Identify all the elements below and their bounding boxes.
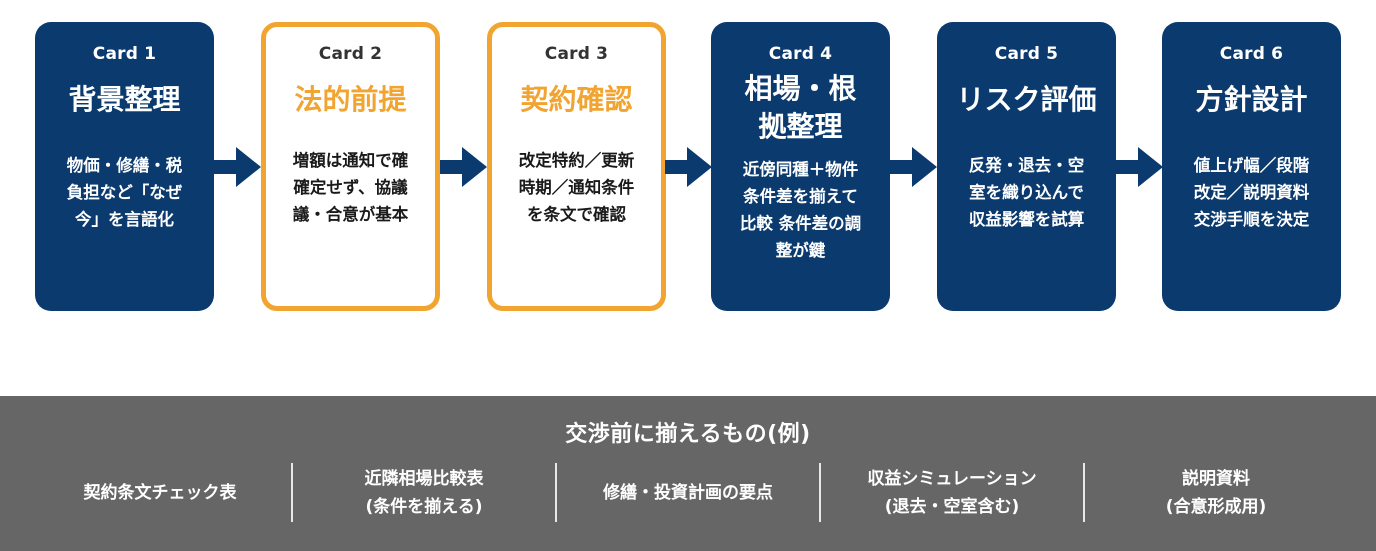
card-description: 近傍同種＋物件 条件差を揃えて 比較 条件差の調 整が鍵 (739, 160, 862, 260)
divider (291, 463, 293, 522)
card-5: Card 5 リスク評価 反発・退去・空 室を織り込んで 収益影響を試算 (937, 22, 1116, 311)
card-title: 契約確認 (520, 83, 633, 116)
card-label: Card 4 (768, 44, 833, 64)
checklist-items: 契約条文チェック表 近隣相場比較表 (条件を揃える) 修繕・投資計画の要点 収益… (28, 463, 1348, 523)
divider (1083, 463, 1085, 522)
card-label: Card 5 (994, 44, 1059, 64)
checklist-item: 修繕・投資計画の要点 (603, 483, 773, 503)
card-description: 値上げ幅／段階 改定／説明資料 交渉手順を決定 (1193, 156, 1310, 229)
divider (555, 463, 557, 522)
card-title: 方針設計 (1195, 83, 1308, 116)
card-description: 物価・修繕・税 負担など「なぜ 今」を言語化 (66, 156, 183, 229)
card-label: Card 3 (544, 44, 609, 64)
card-2: Card 2 法的前提 増額は通知で確 確定せず、協議 議・合意が基本 (261, 22, 440, 311)
checklist-item: 近隣相場比較表 (条件を揃える) (364, 469, 484, 517)
card-title: 背景整理 (68, 83, 181, 116)
arrow-right-icon (665, 147, 712, 187)
card-description: 反発・退去・空 室を織り込んで 収益影響を試算 (968, 156, 1085, 229)
checklist-band: 交渉前に揃えるもの(例) 契約条文チェック表 近隣相場比較表 (条件を揃える) … (0, 396, 1376, 551)
process-flow: Card 1 背景整理 物価・修繕・税 負担など「なぜ 今」を言語化 Card … (35, 22, 1341, 311)
arrow-right-icon (214, 147, 261, 187)
card-description: 改定特約／更新 時期／通知条件 を条文で確認 (518, 151, 635, 224)
card-3: Card 3 契約確認 改定特約／更新 時期／通知条件 を条文で確認 (487, 22, 666, 311)
divider (819, 463, 821, 522)
card-label: Card 2 (318, 44, 383, 64)
card-label: Card 1 (92, 44, 157, 64)
card-title: 法的前提 (294, 83, 407, 116)
checklist-item: 収益シミュレーション (退去・空室含む) (867, 469, 1037, 517)
arrow-right-icon (890, 147, 937, 187)
checklist-item: 契約条文チェック表 (83, 483, 237, 503)
checklist-title: 交渉前に揃えるもの(例) (565, 422, 811, 447)
card-label: Card 6 (1219, 44, 1284, 64)
card-1: Card 1 背景整理 物価・修繕・税 負担など「なぜ 今」を言語化 (35, 22, 214, 311)
arrow-right-icon (440, 147, 487, 187)
card-6: Card 6 方針設計 値上げ幅／段階 改定／説明資料 交渉手順を決定 (1162, 22, 1341, 311)
card-description: 増額は通知で確 確定せず、協議 議・合意が基本 (292, 151, 409, 224)
checklist-item: 説明資料 (合意形成用) (1165, 469, 1267, 517)
arrow-right-icon (1116, 147, 1163, 187)
card-title: リスク評価 (956, 83, 1097, 116)
card-title: 相場・根 拠整理 (744, 72, 857, 143)
card-4: Card 4 相場・根 拠整理 近傍同種＋物件 条件差を揃えて 比較 条件差の調… (711, 22, 890, 311)
